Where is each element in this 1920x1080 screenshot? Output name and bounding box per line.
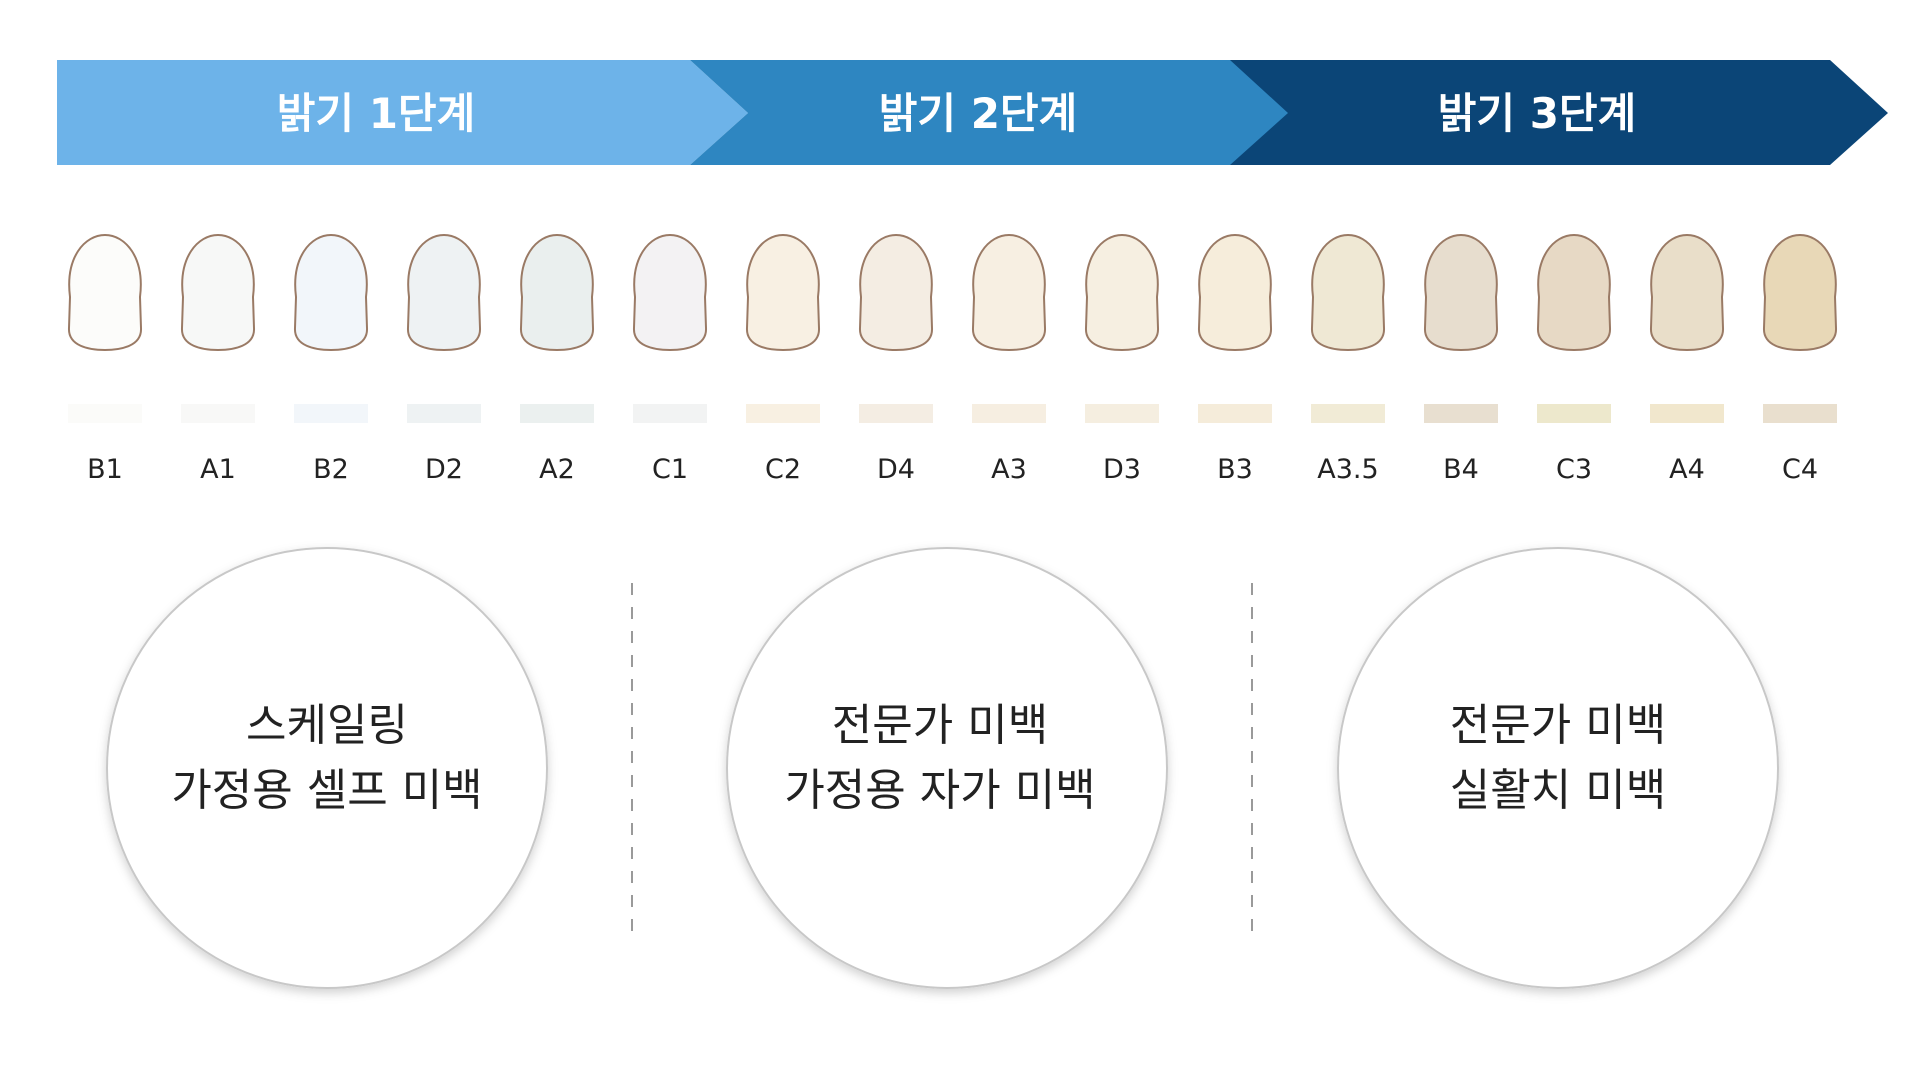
- method-3-line-1: 전문가 미백: [1450, 700, 1666, 751]
- swatch-a3-5: [1311, 404, 1385, 423]
- stage-arrow-1: [57, 60, 748, 165]
- tooth-d4: [858, 233, 934, 352]
- swatch-b4: [1424, 404, 1498, 423]
- swatch-a1: [181, 404, 255, 423]
- swatch-row: [68, 404, 1837, 423]
- tooth-c4: [1762, 233, 1838, 352]
- tooth-d3: [1084, 233, 1160, 352]
- shade-code-a2: A2: [539, 454, 575, 485]
- shade-code-a3: A3: [991, 454, 1027, 485]
- shade-code-c2: C2: [765, 454, 801, 485]
- shade-code-row: B1 A1 B2 D2 A2 C1 C2 D4 A3 D3 B3 A3.5 B4 C3 A4 C4: [87, 454, 1818, 485]
- shade-code-c3: C3: [1556, 454, 1592, 485]
- swatch-b1: [68, 404, 142, 423]
- swatch-c1: [633, 404, 707, 423]
- method-2-line-2: 가정용 자가 미백: [784, 765, 1095, 816]
- shade-code-c1: C1: [652, 454, 688, 485]
- method-3-line-2: 실활치 미백: [1450, 765, 1666, 816]
- tooth-c2: [745, 233, 821, 352]
- method-2-line-1: 전문가 미백: [832, 700, 1048, 751]
- shade-code-b1: B1: [87, 454, 123, 485]
- swatch-d2: [407, 404, 481, 423]
- tooth-a3-5: [1310, 233, 1386, 352]
- swatch-d3: [1085, 404, 1159, 423]
- shade-code-a3-5: A3.5: [1317, 454, 1378, 485]
- tooth-a2: [519, 233, 595, 352]
- tooth-b4: [1423, 233, 1499, 352]
- swatch-d4: [859, 404, 933, 423]
- stage-label-2: 밝기 2단계: [879, 89, 1077, 138]
- swatch-a4: [1650, 404, 1724, 423]
- shade-code-a4: A4: [1669, 454, 1705, 485]
- method-circle-2: 전문가 미백 가정용 자가 미백: [726, 547, 1168, 989]
- method-1-line-1: 스케일링: [246, 700, 408, 751]
- shade-code-b2: B2: [313, 454, 349, 485]
- stage-arrow-2: [690, 60, 1288, 165]
- stage-label-3: 밝기 3단계: [1438, 89, 1636, 138]
- tooth-b2: [293, 233, 369, 352]
- tooth-a1: [180, 233, 256, 352]
- tooth-c1: [632, 233, 708, 352]
- swatch-c4: [1763, 404, 1837, 423]
- tooth-c3: [1536, 233, 1612, 352]
- swatch-c2: [746, 404, 820, 423]
- shade-code-a1: A1: [200, 454, 236, 485]
- stage-banner: 밝기 1단계 밝기 2단계 밝기 3단계: [57, 60, 1888, 165]
- shade-code-c4: C4: [1782, 454, 1818, 485]
- swatch-b2: [294, 404, 368, 423]
- swatch-a2: [520, 404, 594, 423]
- shade-code-d2: D2: [425, 454, 463, 485]
- swatch-b3: [1198, 404, 1272, 423]
- tooth-a3: [971, 233, 1047, 352]
- method-circle-1: 스케일링 가정용 셀프 미백: [106, 547, 548, 989]
- tooth-b3: [1197, 233, 1273, 352]
- shade-code-b4: B4: [1443, 454, 1479, 485]
- shade-code-d4: D4: [877, 454, 915, 485]
- swatch-c3: [1537, 404, 1611, 423]
- tooth-d2: [406, 233, 482, 352]
- tooth-a4: [1649, 233, 1725, 352]
- shade-code-d3: D3: [1103, 454, 1141, 485]
- method-1-line-2: 가정용 셀프 미백: [171, 765, 482, 816]
- shade-code-b3: B3: [1217, 454, 1253, 485]
- method-circle-3: 전문가 미백 실활치 미백: [1337, 547, 1779, 989]
- tooth-b1: [67, 233, 143, 352]
- tooth-row: [67, 233, 1838, 352]
- stage-arrow-3: [1220, 60, 1888, 165]
- stage-label-1: 밝기 1단계: [277, 89, 475, 138]
- swatch-a3: [972, 404, 1046, 423]
